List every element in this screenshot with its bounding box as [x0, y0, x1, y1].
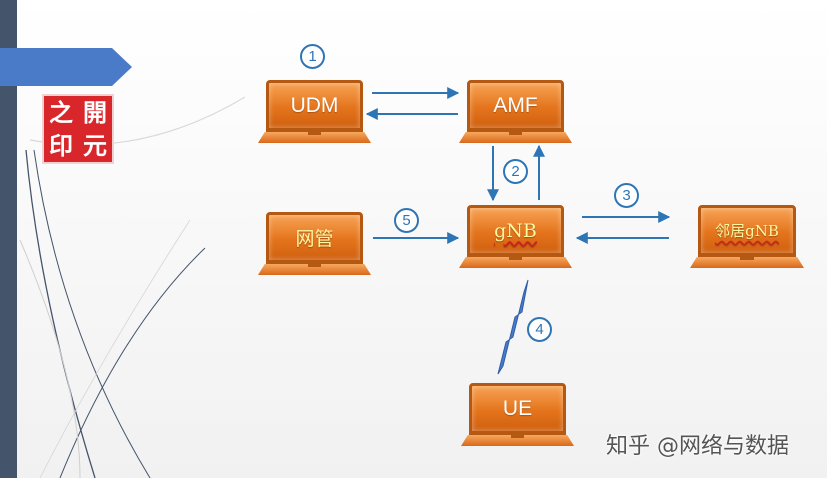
- laptop-screen: 邻居gNB: [698, 205, 796, 257]
- laptop-base: [459, 257, 572, 268]
- left-sidebar-bar: [0, 0, 17, 478]
- node-neighbor-gnb: 邻居gNB: [690, 205, 804, 268]
- logo-char: 印: [49, 130, 73, 160]
- watermark-text: 知乎 @网络与数据: [606, 434, 789, 459]
- node-label-ue: UE: [502, 396, 533, 420]
- laptop-base: [258, 132, 371, 143]
- node-label-amf: AMF: [493, 93, 538, 117]
- node-gnb: gNB: [459, 205, 572, 268]
- node-label-udm: UDM: [290, 93, 339, 117]
- step-marker-2: 2: [503, 159, 528, 184]
- node-ue: UE: [461, 383, 574, 446]
- node-label-neighbor-gnb: 邻居gNB: [715, 222, 779, 240]
- step-marker-1: 1: [300, 44, 325, 69]
- node-label-nms: 网管: [295, 228, 334, 250]
- node-amf: AMF: [459, 80, 572, 143]
- laptop-screen: gNB: [467, 205, 564, 257]
- laptop-screen: UDM: [266, 80, 363, 132]
- node-udm: UDM: [258, 80, 371, 143]
- laptop-screen: 网管: [266, 212, 363, 264]
- step-marker-3: 3: [614, 183, 639, 208]
- step-marker-4: 4: [527, 317, 552, 342]
- laptop-screen: AMF: [467, 80, 564, 132]
- node-label-gnb: gNB: [494, 219, 537, 242]
- laptop-screen: UE: [469, 383, 566, 435]
- node-nms: 网管: [258, 212, 371, 275]
- laptop-base: [690, 257, 804, 268]
- laptop-base: [459, 132, 572, 143]
- logo-seal: 之 開 印 元: [42, 94, 114, 164]
- logo-char: 開: [83, 97, 107, 127]
- logo-char: 元: [83, 130, 107, 160]
- arrow-banner: [0, 48, 132, 86]
- logo-char: 之: [49, 97, 73, 127]
- radio-link-lightning: [497, 279, 529, 375]
- step-marker-5: 5: [394, 208, 419, 233]
- laptop-base: [461, 435, 574, 446]
- laptop-base: [258, 264, 371, 275]
- decorative-swoosh-lines: [19, 96, 246, 478]
